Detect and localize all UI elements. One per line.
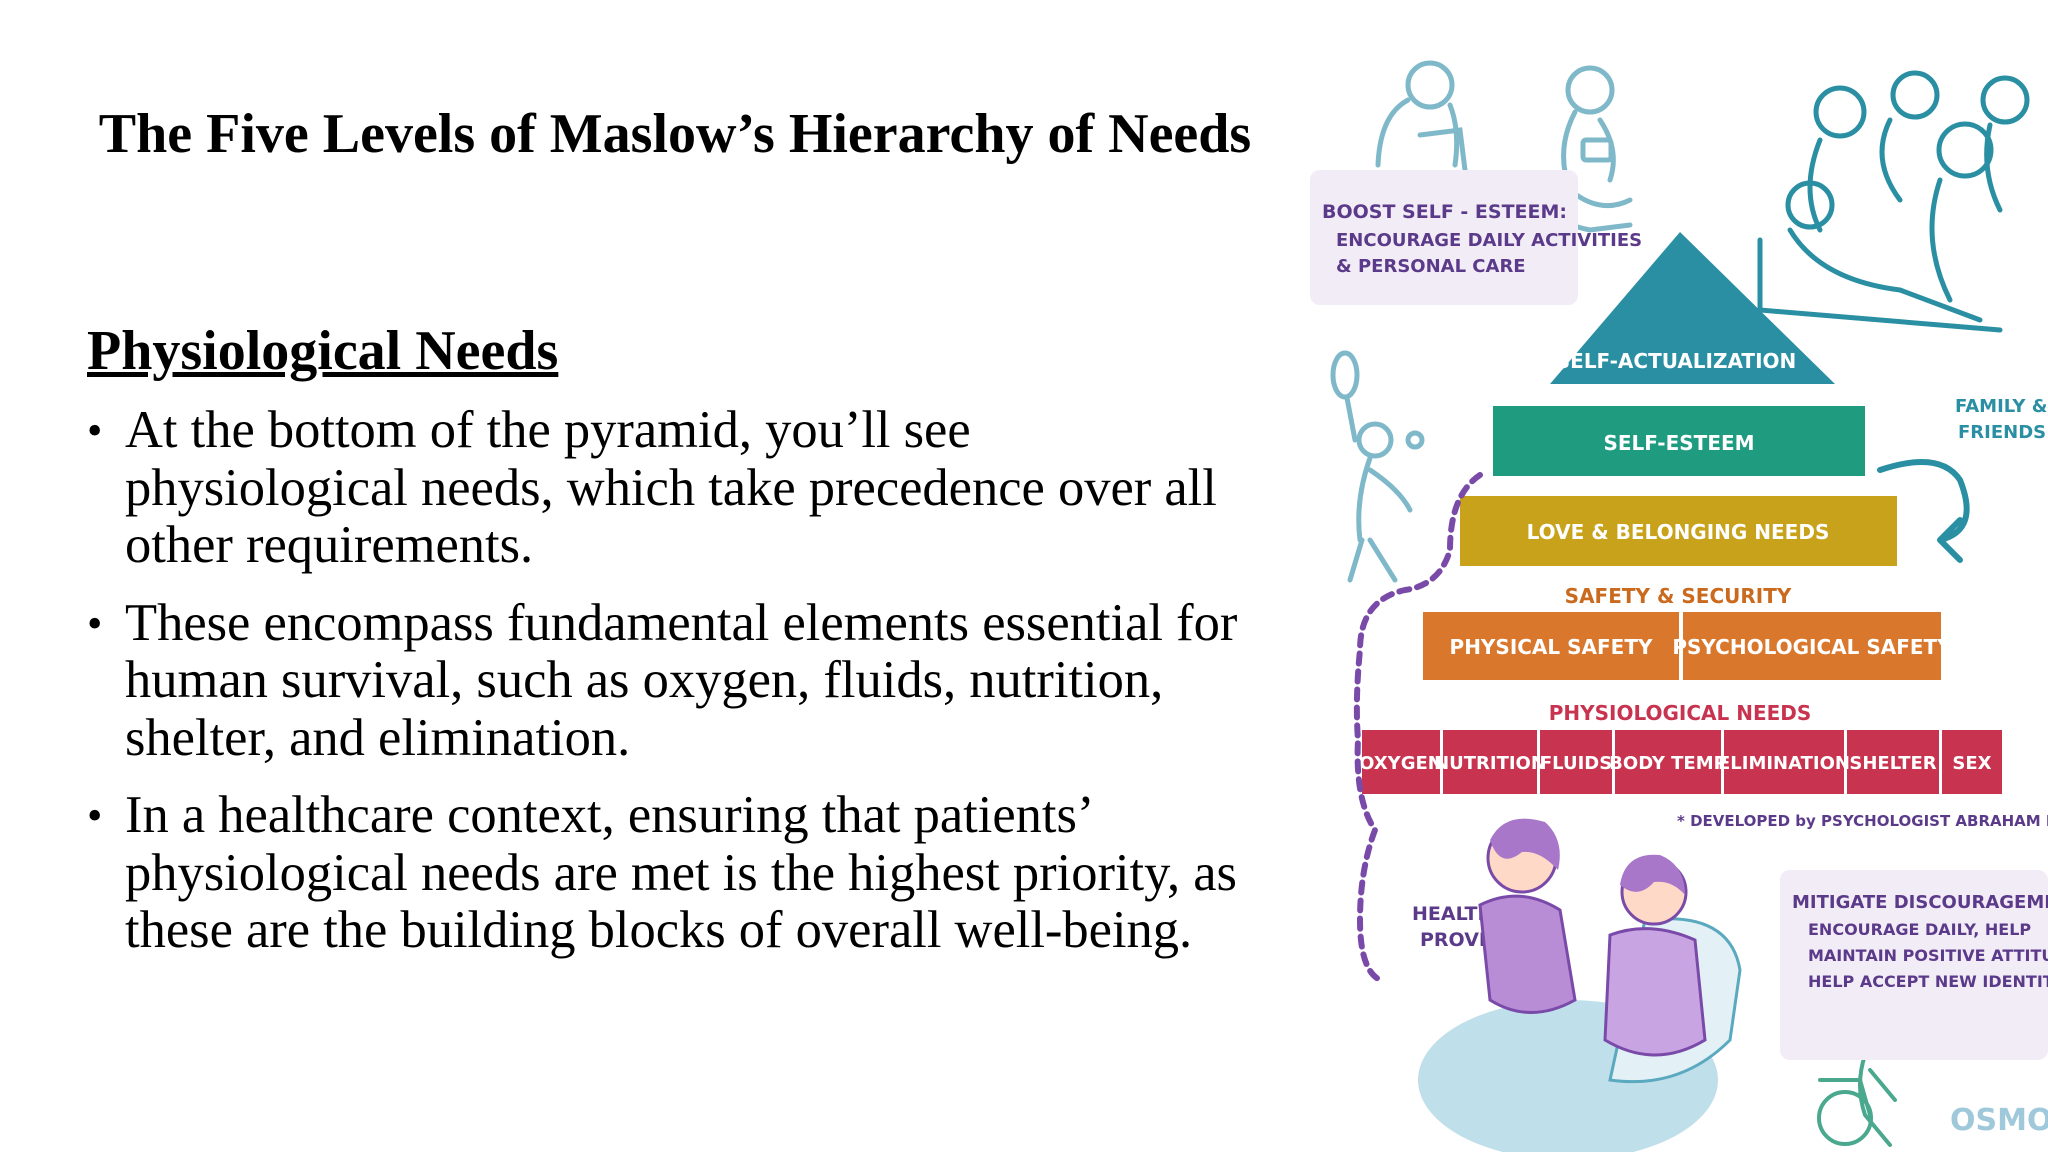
physiological-item-oxygen: OXYGEN xyxy=(1359,753,1443,774)
person-reading-icon xyxy=(1551,65,1633,233)
bullet-item: • These encompass fundamental elements es… xyxy=(85,593,1255,768)
boost-note-line1: ENCOURAGE DAILY ACTIVITIES xyxy=(1336,230,1642,251)
bullet-text: These encompass fundamental elements ess… xyxy=(125,593,1238,767)
mitigate-note-line2: MAINTAIN POSITIVE ATTITUDE, xyxy=(1808,946,2048,965)
boost-note-line2: & PERSONAL CARE xyxy=(1336,256,1526,277)
physical-safety-label: PHYSICAL SAFETY xyxy=(1450,635,1653,659)
nurse-patient-icon xyxy=(1418,818,1742,1152)
section-heading: Physiological Needs xyxy=(87,320,559,382)
bullet-dot-icon: • xyxy=(87,598,103,648)
maslow-illustration: BOOST SELF - ESTEEM: ENCOURAGE DAILY ACT… xyxy=(1310,60,2048,1152)
bullet-text: In a healthcare context, ensuring that p… xyxy=(125,786,1237,959)
physiological-item-shelter: SHELTER xyxy=(1849,753,1936,774)
mitigate-note-line3: HELP ACCEPT NEW IDENTITY xyxy=(1808,972,2048,991)
safety-header: SAFETY & SECURITY xyxy=(1565,584,1792,608)
bullet-item: • At the bottom of the pyramid, you’ll se… xyxy=(85,401,1255,575)
self-esteem-tier xyxy=(1493,406,1865,476)
physiological-item-body-temp: BODY TEMP xyxy=(1609,753,1727,774)
self-actualization-tier xyxy=(1550,232,1835,384)
physiological-item-nutrition: NUTRITION xyxy=(1434,753,1546,774)
physiological-header: PHYSIOLOGICAL NEEDS xyxy=(1549,701,1812,725)
developed-note: * DEVELOPED by PSYCHOLOGIST ABRAHAM MASL… xyxy=(1677,812,2048,830)
tennis-player-icon xyxy=(1330,350,1425,583)
person-sink-icon xyxy=(1375,60,1468,173)
bullet-dot-icon: • xyxy=(87,406,103,455)
family-label-line1: FAMILY & xyxy=(1955,396,2047,417)
bullet-list: • At the bottom of the pyramid, you’ll se… xyxy=(85,401,1255,980)
mitigate-note-title: MITIGATE DISCOURAGEMENT: xyxy=(1792,892,2048,913)
slide-title: The Five Levels of Maslow’s Hierarchy of… xyxy=(98,103,1252,165)
love-belonging-tier xyxy=(1460,496,1897,566)
physiological-item-sex: SEX xyxy=(1952,753,1991,774)
boost-note-box xyxy=(1310,170,1578,305)
physical-safety-tier xyxy=(1423,612,1679,680)
bracket-arrow-icon xyxy=(1353,472,1483,983)
love-belonging-label: LOVE & BELONGING NEEDS xyxy=(1527,520,1830,544)
family-group-icon xyxy=(1757,70,2030,333)
bullet-item: • In a healthcare context, ensuring that … xyxy=(85,786,1255,960)
bullet-dot-icon: • xyxy=(87,791,103,840)
bullet-text: At the bottom of the pyramid, you’ll see… xyxy=(125,401,1217,574)
mitigate-note-line1: ENCOURAGE DAILY, HELP xyxy=(1808,920,2031,939)
physiological-item-elimination: ELIMINATION xyxy=(1718,753,1850,774)
mitigate-note-box xyxy=(1780,870,2048,1060)
physiological-item-fluids: FLUIDS xyxy=(1540,753,1612,774)
boost-note-title: BOOST SELF - ESTEEM: xyxy=(1322,201,1567,223)
osmosis-logo: OSMOSIS xyxy=(1950,1103,2048,1138)
family-arrow-icon xyxy=(1877,459,1970,563)
self-actualization-label: SELF-ACTUALIZATION xyxy=(1556,349,1797,373)
self-esteem-label: SELF-ESTEEM xyxy=(1603,431,1754,455)
wheelchair-icon xyxy=(1817,1026,1897,1147)
psychological-safety-tier xyxy=(1683,612,1941,680)
psychological-safety-label: PSYCHOLOGICAL SAFETY xyxy=(1672,635,1952,659)
physiological-tier: OXYGEN NUTRITION FLUIDS BODY TEMP ELIMIN… xyxy=(1359,730,2002,794)
family-label-line2: FRIENDS xyxy=(1958,422,2046,443)
